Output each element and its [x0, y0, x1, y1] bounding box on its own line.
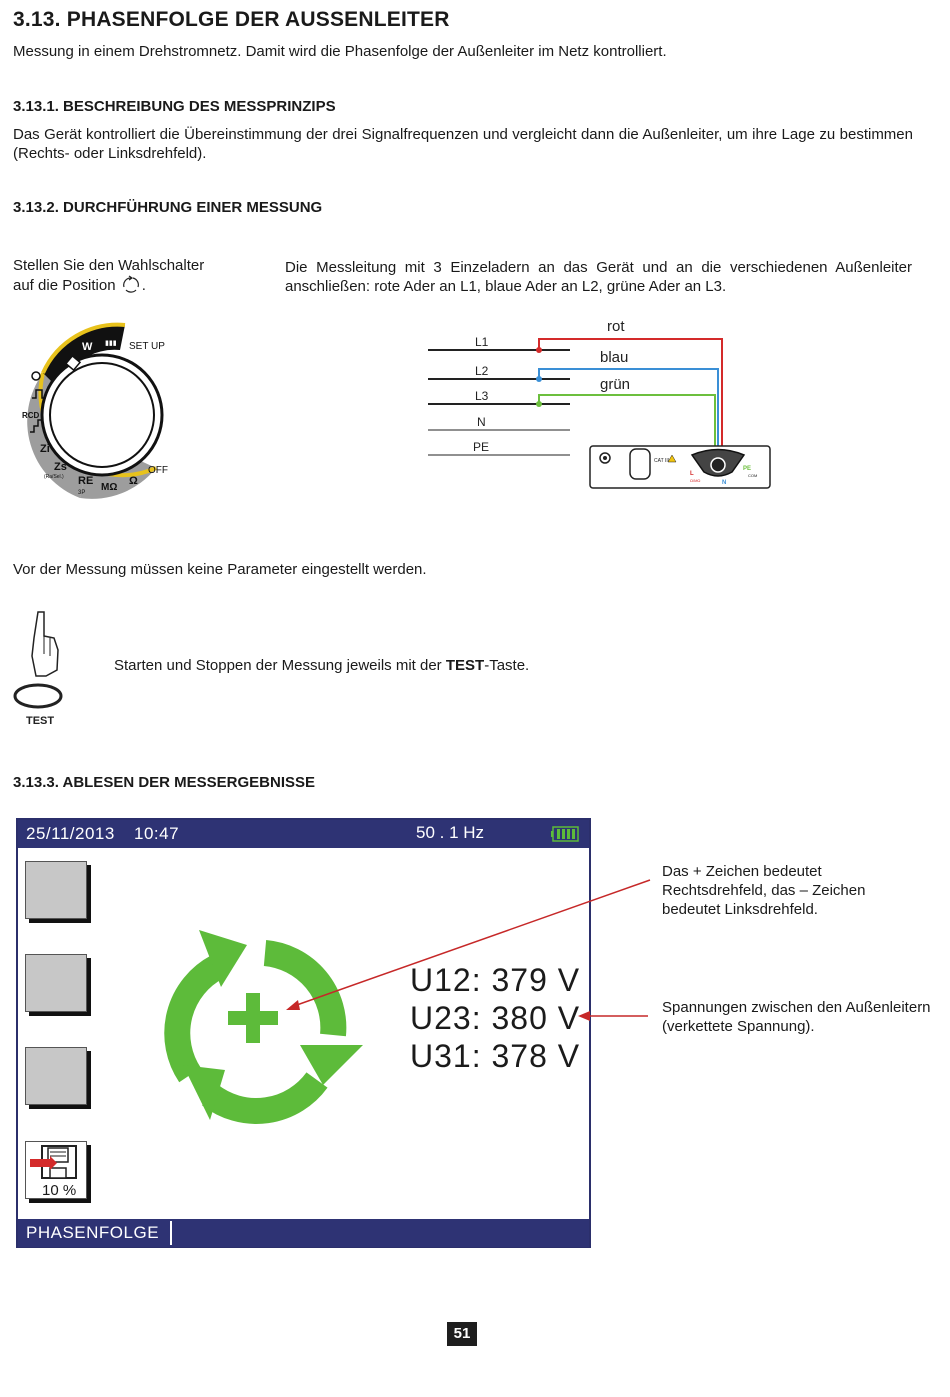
device-sub: Ω/MΩ: [690, 478, 700, 483]
start-stop-text-c: -Taste.: [484, 657, 530, 674]
screen-date: 25/11/2013: [26, 824, 115, 843]
selector-text-line2: auf die Position .: [13, 275, 146, 294]
screen-time: 10:47: [134, 824, 180, 843]
softkey-2[interactable]: [25, 954, 87, 1012]
dial-zi: Zi: [40, 443, 50, 455]
dial-mohm: MΩ: [101, 482, 117, 493]
battery-icon: [551, 826, 579, 842]
annotation-plus-sign: Das + Zeichen bedeutet Rechtsdrehfeld, d…: [662, 863, 866, 918]
device-cat: CAT III: [654, 458, 669, 464]
phase-rotation-icon: [122, 275, 139, 293]
start-stop-text-a: Starten und Stoppen der Messung jeweils …: [114, 657, 446, 674]
label-gruen: grün: [600, 376, 630, 393]
device-pe: PE: [743, 466, 751, 472]
phase-rotation-clockwise-icon: [164, 930, 363, 1124]
dial-setup: SET UP: [129, 341, 165, 352]
selector-dial: W ▮▮▮ SET UP RCD Zi Zs (Ra/Sel.) RE 3P M…: [22, 322, 168, 499]
selector-text-position: auf die Position: [13, 277, 116, 294]
no-params-text: Vor der Messung müssen keine Parameter e…: [13, 561, 427, 578]
floppy-save-icon: [30, 1145, 77, 1179]
line-label-pe: PE: [473, 440, 489, 454]
annotation-arrows: [286, 879, 651, 1021]
annotation-voltages: Spannungen zwischen den Außenleitern (ve…: [662, 999, 931, 1035]
softkey-memory[interactable]: 10 %: [25, 1141, 87, 1199]
device-n: N: [722, 480, 726, 486]
dial-rcd: RCD: [22, 411, 40, 420]
section-title-procedure: 3.13.2. DURCHFÜHRUNG EINER MESSUNG: [13, 199, 323, 216]
device-l: L: [690, 471, 694, 477]
line-label-l1: L1: [475, 335, 489, 349]
start-stop-text-test: TEST: [445, 657, 485, 674]
label-blau: blau: [600, 349, 628, 366]
start-stop-text: Starten und Stoppen der Messung jeweils …: [114, 656, 529, 675]
screen-frequency: 50 . 1 Hz: [416, 823, 485, 842]
selector-text-line1: Stellen Sie den Wahlschalter: [13, 257, 205, 274]
connection-instruction: Die Messleitung mit 3 Einzeladern an das…: [285, 259, 912, 295]
test-button-finger-icon: TEST: [13, 611, 63, 727]
dial-zs: Zs: [54, 461, 67, 473]
screen-mode-label: PHASENFOLGE: [26, 1223, 160, 1242]
voltage-u23: U23: 380 V: [410, 1000, 581, 1036]
page-number: 51: [447, 1322, 477, 1346]
section-title-principle: 3.13.1. BESCHREIBUNG DES MESSPRINZIPS: [13, 98, 336, 115]
device-com: COM: [748, 473, 757, 478]
memory-percent: 10 %: [42, 1182, 77, 1199]
line-label-l2: L2: [475, 364, 489, 378]
dial-ohm: Ω: [129, 475, 138, 487]
dial-off: OFF: [148, 465, 168, 476]
dial-re: RE: [78, 475, 93, 487]
softkey-1[interactable]: [25, 861, 87, 919]
line-label-l3: L3: [475, 389, 489, 403]
page-title: 3.13. PHASENFOLGE DER AUSSENLEITER: [13, 8, 450, 31]
voltage-u12: U12: 379 V: [410, 962, 581, 998]
svg-text:▮▮▮: ▮▮▮: [105, 340, 117, 347]
screen-status-bar: 25/11/2013 10:47 50 . 1 Hz: [18, 820, 589, 848]
line-label-n: N: [477, 415, 486, 429]
instrument-screen: [16, 818, 591, 1248]
softkey-3[interactable]: [25, 1047, 87, 1105]
dial-zs-sub: (Ra/Sel.): [44, 474, 64, 480]
intro-text: Messung in einem Drehstromnetz. Damit wi…: [13, 43, 667, 60]
voltage-u31: U31: 378 V: [410, 1038, 581, 1074]
test-label: TEST: [26, 715, 54, 727]
mode-divider: [170, 1221, 172, 1245]
selector-instruction: Stellen Sie den Wahlschalter auf die Pos…: [13, 256, 273, 295]
screen-mode-bar: PHASENFOLGE: [18, 1219, 589, 1247]
dial-w: W: [82, 341, 93, 353]
label-rot: rot: [607, 318, 625, 335]
wiring-diagram: rot blau grün L1 L2 L3 N PE CAT III L Ω/…: [428, 318, 771, 489]
section-title-results: 3.13.3. ABLESEN DER MESSERGEBNISSE: [13, 774, 316, 791]
dial-re-sub: 3P: [78, 490, 85, 496]
principle-text: Das Gerät kontrolliert die Übereinstimmu…: [13, 126, 913, 162]
